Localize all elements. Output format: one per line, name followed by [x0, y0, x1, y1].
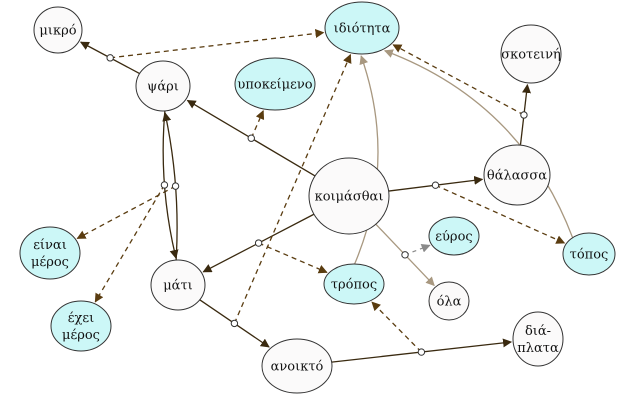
node-label: μέρος	[31, 255, 69, 270]
node-shape	[500, 24, 562, 84]
node-shape	[150, 259, 206, 311]
edge-koimasthai-thalassa-topos	[435, 184, 566, 244]
node-anoikto[interactable]: ανοικτό	[261, 338, 333, 394]
edge-koimasthai-psari-ypokeimeno	[250, 110, 265, 139]
junction-koimasthai-psari	[247, 134, 255, 142]
node-label: ψάρι	[147, 80, 179, 95]
node-koimasthai[interactable]: κοιμάσθαι	[308, 157, 390, 235]
node-evros[interactable]: εύρος	[428, 216, 480, 256]
node-label: διά-	[525, 324, 551, 339]
node-mikro[interactable]: μικρό	[33, 6, 83, 54]
edge-koimasthai-ola-evros	[404, 244, 431, 256]
node-shape	[50, 300, 112, 352]
junction-koimasthai-thalassa	[431, 181, 440, 189]
node-label: είναι	[33, 238, 67, 253]
node-idiotita[interactable]: ιδιότητα	[324, 1, 400, 55]
node-shape	[261, 338, 333, 394]
node-tropos[interactable]: τρόπος	[323, 263, 385, 305]
node-label: ανοικτό	[271, 360, 324, 375]
node-exei-meros[interactable]: έχει μέρος	[50, 300, 112, 352]
node-shape	[428, 281, 470, 321]
node-ola[interactable]: όλα	[428, 281, 470, 321]
node-label: σκοτεινή	[501, 48, 561, 63]
node-topos[interactable]: τόπος	[562, 232, 616, 276]
node-ypokeimeno[interactable]: υποκείμενο	[234, 57, 316, 111]
node-shape	[135, 60, 191, 112]
node-label: όλα	[437, 295, 462, 310]
node-thalassa[interactable]: θάλασσα	[483, 144, 551, 206]
node-label: έχει	[68, 311, 94, 326]
node-shape	[323, 263, 385, 305]
node-shape	[483, 144, 551, 206]
junction-anoikto-dia_plata	[417, 348, 426, 356]
node-label: μάτι	[163, 279, 193, 294]
junction-thalassa-skoteini	[520, 111, 528, 119]
node-label: υποκείμενο	[237, 78, 312, 93]
edge-topos-idiotita	[383, 49, 574, 238]
node-label: τρόπος	[331, 278, 377, 293]
node-shape	[562, 232, 616, 276]
edge-psari-mati-exei	[94, 184, 166, 303]
edge-thalassa-skoteini-idiotita	[392, 44, 525, 116]
node-einai-meros[interactable]: είναι μέρος	[19, 226, 81, 280]
node-shape	[324, 1, 400, 55]
edge-koimasthai-mati-tropos	[258, 242, 328, 274]
node-shape	[512, 311, 564, 367]
junction-mati-anoikto	[230, 319, 239, 328]
edge-tropos-idiotita	[354, 55, 379, 265]
junction-psari-mikro	[106, 54, 114, 62]
node-shape	[308, 157, 390, 235]
junction-koimasthai-ola	[401, 251, 409, 259]
node-label: κοιμάσθαι	[315, 190, 384, 205]
node-mati[interactable]: μάτι	[150, 259, 206, 311]
node-label: πλατα	[517, 341, 559, 356]
edge-mati-anoikto-idiotita	[233, 53, 352, 324]
node-psari[interactable]: ψάρι	[135, 60, 191, 112]
node-label: τόπος	[570, 248, 609, 263]
edge-psari-mikro-idiotita	[110, 29, 325, 59]
node-label: εύρος	[435, 230, 472, 245]
node-shape	[33, 6, 83, 54]
node-label: ιδιότητα	[334, 22, 391, 37]
node-shape	[234, 57, 316, 111]
node-skoteini[interactable]: σκοτεινή	[500, 24, 562, 84]
node-shape	[428, 216, 480, 256]
junctions-layer	[106, 54, 528, 356]
junction-koimasthai-mati	[254, 239, 263, 247]
edge-mati-psari-einai	[76, 185, 176, 240]
node-label: μέρος	[62, 328, 100, 343]
junction-mati-psari	[171, 182, 180, 190]
junction-psari-mati	[160, 181, 169, 189]
edge-anoikto-dia_plata-tropos	[371, 301, 422, 353]
node-dia-plata[interactable]: διά-πλατα	[512, 311, 564, 367]
node-label: θάλασσα	[487, 169, 547, 184]
node-shape	[19, 226, 81, 280]
nodes-layer: μικρό ψάρι ιδιότητα υποκείμενο σκοτεινή θάλασ…	[19, 1, 616, 394]
node-label: μικρό	[39, 24, 76, 39]
